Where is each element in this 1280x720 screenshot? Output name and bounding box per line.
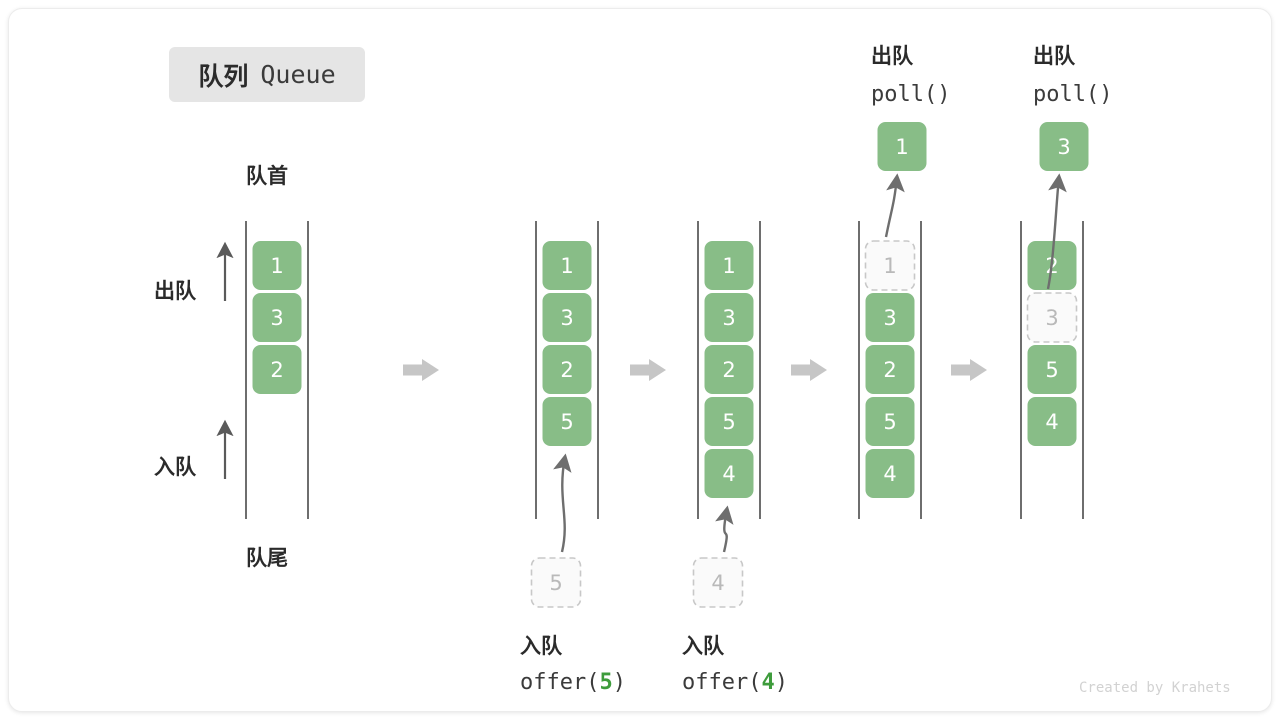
tail-label: 队尾 bbox=[246, 547, 288, 570]
col4-ghost-box-value: 1 bbox=[883, 254, 896, 278]
col4-poll-code: poll() bbox=[871, 82, 950, 107]
col2-box-3 bbox=[542, 345, 592, 394]
col5-popped-box-value: 3 bbox=[1057, 135, 1070, 159]
dequeue-label: 出队 bbox=[154, 280, 197, 303]
col1-box-1 bbox=[252, 241, 302, 290]
col2-box-2-value: 3 bbox=[560, 306, 573, 330]
transition-arrow-1 bbox=[403, 359, 439, 381]
col2-box-4-value: 5 bbox=[560, 410, 573, 434]
col1-box-2-value: 3 bbox=[270, 306, 283, 330]
col2-box-1-value: 1 bbox=[560, 254, 573, 278]
col3-incoming-ghost-value: 4 bbox=[711, 571, 724, 595]
title-badge-latin: Queue bbox=[260, 60, 336, 89]
col5-popped-box bbox=[1039, 122, 1089, 171]
col3-caption-cjk: 入队 bbox=[682, 635, 725, 658]
col4-box-1-value: 3 bbox=[883, 306, 896, 330]
col2-box-2 bbox=[542, 293, 592, 342]
col5-box-2 bbox=[1027, 345, 1077, 394]
col3-box-2-value: 3 bbox=[722, 306, 735, 330]
col4-box-4-value: 4 bbox=[883, 462, 896, 486]
col3-incoming-ghost bbox=[692, 557, 744, 608]
col4-box-3-value: 5 bbox=[883, 410, 896, 434]
credit-text: Created by Krahets bbox=[1079, 680, 1231, 696]
col4-box-1 bbox=[865, 293, 915, 342]
col2-box-1 bbox=[542, 241, 592, 290]
col3-enqueue-arrow bbox=[715, 505, 734, 553]
col4-ghost-box bbox=[864, 240, 916, 291]
col4-popped-box bbox=[877, 122, 927, 171]
transition-arrow-4 bbox=[951, 359, 987, 381]
col5-dequeue-arrow bbox=[1046, 173, 1067, 290]
col3-box-5-value: 4 bbox=[722, 462, 735, 486]
col5-poll-cjk: 出队 bbox=[1033, 45, 1076, 68]
col3-caption-code: offer(4) bbox=[682, 670, 788, 695]
col5-box-3 bbox=[1027, 397, 1077, 446]
col4-box-3 bbox=[865, 397, 915, 446]
col2-box-4 bbox=[542, 397, 592, 446]
col2-box-3-value: 2 bbox=[560, 358, 573, 382]
title-badge: 队列 Queue bbox=[169, 47, 365, 102]
col3-box-5 bbox=[704, 449, 754, 498]
diagram-dynamic-layer: 1 3 2 1 3 2 5 5 入队 offer(5) 1 3 2 5 4 4 入队 offer(4) 1 3 2 5 4 1… bbox=[245, 45, 1112, 695]
title-badge-cjk: 队列 bbox=[198, 62, 249, 91]
enqueue-label: 入队 bbox=[154, 456, 197, 479]
col2-incoming-ghost bbox=[530, 557, 582, 608]
col5-box-3-value: 4 bbox=[1045, 410, 1058, 434]
col3-box-3-value: 2 bbox=[722, 358, 735, 382]
col3-box-3 bbox=[704, 345, 754, 394]
col5-ghost-box-value: 3 bbox=[1045, 306, 1058, 330]
head-label: 队首 bbox=[246, 164, 288, 188]
col3-box-2 bbox=[704, 293, 754, 342]
col1-box-2 bbox=[252, 293, 302, 342]
col2-caption-cjk: 入队 bbox=[520, 635, 563, 658]
col5-box-2-value: 5 bbox=[1045, 358, 1058, 382]
col5-poll-code: poll() bbox=[1033, 82, 1112, 107]
col5-ghost-box bbox=[1026, 292, 1078, 343]
col2-enqueue-arrow bbox=[553, 453, 572, 553]
col4-poll-cjk: 出队 bbox=[871, 45, 914, 68]
col2-caption-code: offer(5) bbox=[520, 670, 626, 695]
col1-box-3-value: 2 bbox=[270, 358, 283, 382]
col3-box-4 bbox=[704, 397, 754, 446]
col3-box-4-value: 5 bbox=[722, 410, 735, 434]
col3-box-1 bbox=[704, 241, 754, 290]
col3-box-1-value: 1 bbox=[722, 254, 735, 278]
col4-dequeue-arrow bbox=[884, 173, 905, 238]
col1-box-3 bbox=[252, 345, 302, 394]
col2-incoming-ghost-value: 5 bbox=[549, 571, 562, 595]
queue-diagram-svg: 队首 队尾 出队 入队 1 3 2 1 3 2 5 5 入队 offer(5) 1 3 2 5 4 4 入队 of… bbox=[154, 45, 1231, 696]
transition-arrow-2 bbox=[630, 359, 666, 381]
col4-popped-box-value: 1 bbox=[895, 135, 908, 159]
col4-box-2-value: 2 bbox=[883, 358, 896, 382]
col4-box-4 bbox=[865, 449, 915, 498]
transition-arrow-3 bbox=[791, 359, 827, 381]
col4-box-2 bbox=[865, 345, 915, 394]
col1-box-1-value: 1 bbox=[270, 254, 283, 278]
